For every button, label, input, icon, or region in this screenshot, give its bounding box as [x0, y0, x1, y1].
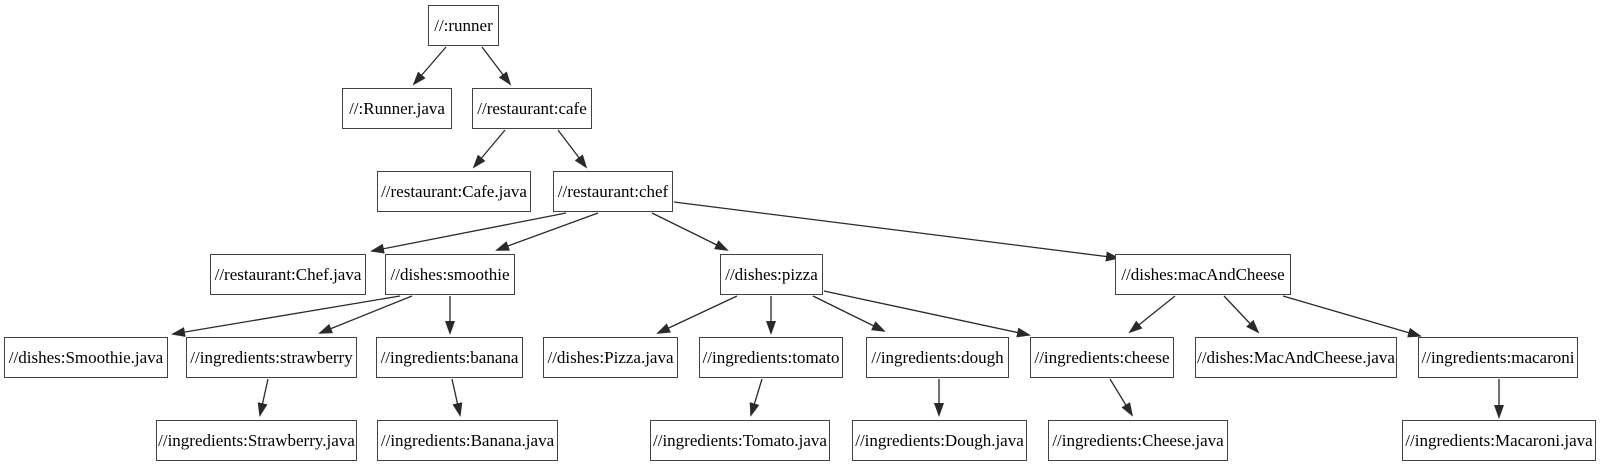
- node-macaroni-java: //ingredients:Macaroni.java: [1402, 420, 1596, 461]
- node-banana-java: //ingredients:Banana.java: [377, 420, 558, 461]
- edge-macandcheese-to-cheese: [1128, 295, 1176, 334]
- node-macandcheese-java: //dishes:MacAndCheese.java: [1195, 337, 1397, 378]
- node-smoothie-java: //dishes:Smoothie.java: [4, 337, 168, 378]
- node-dough: //ingredients:dough: [866, 337, 1009, 378]
- edge-smoothie-to-strawberry: [318, 295, 413, 334]
- edge-chef-to-smoothie: [495, 212, 599, 251]
- edge-pizza-to-dough: [812, 295, 886, 332]
- edge-smoothie-to-smoothie-java: [171, 295, 401, 337]
- node-tomato-java: //ingredients:Tomato.java: [650, 420, 830, 461]
- edge-pizza-to-pizza-java: [656, 295, 738, 334]
- node-strawberry: //ingredients:strawberry: [186, 337, 357, 378]
- node-strawberry-java: //ingredients:Strawberry.java: [156, 420, 357, 461]
- node-smoothie: //dishes:smoothie: [385, 254, 515, 295]
- node-cafe-java: //restaurant:Cafe.java: [377, 171, 531, 212]
- node-pizza-java: //dishes:Pizza.java: [543, 337, 678, 378]
- node-macandcheese: //dishes:macAndCheese: [1115, 254, 1291, 295]
- edge-macandcheese-to-macandcheese-java: [1223, 295, 1260, 334]
- edge-runner-to-cafe: [481, 46, 512, 86]
- edge-cheese-to-cheese-java: [1109, 378, 1134, 417]
- edge-strawberry-to-strawberry-java: [257, 378, 269, 417]
- edge-macandcheese-to-macaroni: [1282, 295, 1422, 338]
- node-runner-java: //:Runner.java: [342, 88, 452, 129]
- node-banana: //ingredients:banana: [376, 337, 523, 378]
- node-tomato: //ingredients:tomato: [699, 337, 843, 378]
- edge-cafe-to-cafe-java: [472, 129, 506, 169]
- node-dough-java: //ingredients:Dough.java: [852, 420, 1027, 461]
- node-cheese-java: //ingredients:Cheese.java: [1048, 420, 1228, 461]
- edge-chef-to-chef-java: [370, 212, 567, 254]
- edge-chef-to-macandcheese: [673, 201, 1120, 262]
- edge-banana-to-banana-java: [451, 378, 463, 417]
- node-chef: //restaurant:chef: [553, 171, 673, 212]
- node-pizza: //dishes:pizza: [720, 254, 823, 295]
- edge-chef-to-pizza: [651, 212, 729, 251]
- node-cheese: //ingredients:cheese: [1030, 337, 1174, 378]
- edge-pizza-to-cheese: [823, 290, 1031, 338]
- edge-cafe-to-chef: [557, 129, 588, 169]
- node-runner: //:runner: [428, 5, 499, 46]
- edge-tomato-to-tomato-java: [749, 378, 763, 417]
- node-cafe: //restaurant:cafe: [472, 88, 592, 129]
- node-chef-java: //restaurant:Chef.java: [210, 254, 366, 295]
- node-macaroni: //ingredients:macaroni: [1418, 337, 1578, 378]
- edge-runner-to-runner-java: [412, 46, 447, 86]
